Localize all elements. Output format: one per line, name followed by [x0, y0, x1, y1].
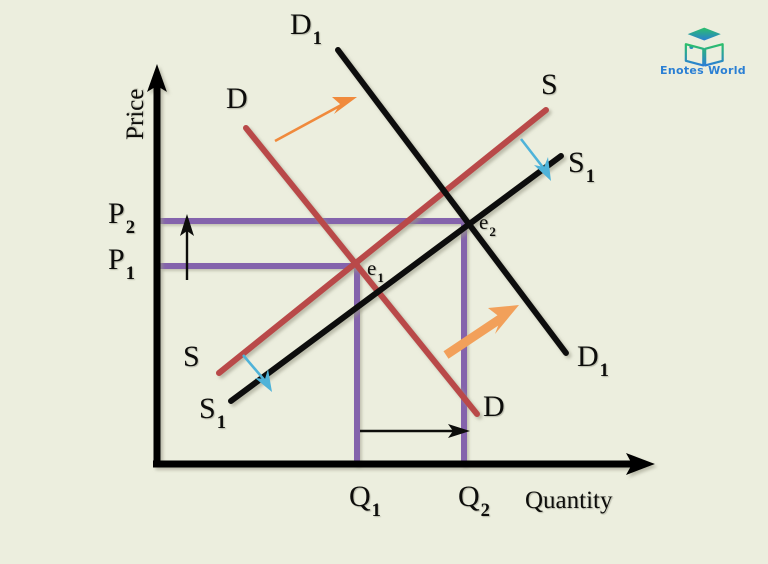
demand-shift-label-text-2: D: [577, 340, 599, 373]
demand-shift-label-sub: 1: [312, 28, 322, 49]
quantity-tick-q1: Q1: [349, 480, 381, 521]
demand-shift-label-right: D1: [577, 340, 609, 381]
demand-shift-label-sub-2: 1: [599, 360, 609, 381]
y-axis-label: Price: [122, 88, 149, 140]
supply-label-text-2: S: [541, 68, 558, 101]
equilibrium-label-e2-sub: 2: [489, 224, 496, 240]
supply-shift-arrows: [242, 138, 551, 392]
y-axis-arrowhead: [147, 64, 167, 92]
demand-label-upper-left: D: [226, 82, 248, 116]
supply-shift-label-text: S: [199, 392, 216, 425]
curves: [216, 47, 569, 417]
price-change-arrowhead: [180, 214, 194, 236]
demand-curve-shifted: [335, 47, 569, 356]
supply-shift-arrow-lower-shaft: [242, 354, 267, 383]
change-arrows: [180, 214, 470, 438]
price-tick-p2-sub: 2: [125, 217, 135, 238]
supply-shift-label-lower-left: S1: [199, 392, 226, 433]
supply-shift-label-sub-2: 1: [585, 166, 595, 187]
supply-curve-original: [216, 107, 549, 376]
x-axis-arrowhead: [626, 453, 655, 475]
demand-shift-arrow-upper-shaft: [274, 101, 346, 143]
equilibrium-label-e1-text: e: [367, 256, 377, 280]
book-left-page-icon: [684, 43, 705, 67]
demand-shift-arrow-lower-head: [488, 305, 519, 334]
quantity-change-arrowhead: [448, 424, 470, 438]
supply-label-upper-right: S: [541, 68, 558, 102]
supply-label-lower-left: S: [183, 340, 200, 374]
supply-curve-shifted: [228, 153, 564, 404]
price-tick-p1-text: P: [108, 243, 125, 276]
demand-curve-original: [243, 125, 480, 417]
brand-logo-text: Enotes World: [660, 64, 746, 77]
brand-logo: Enotes World: [660, 18, 746, 80]
equilibrium-label-e2: e2: [479, 210, 496, 240]
quantity-tick-q2-sub: 2: [480, 500, 490, 521]
demand-label-text: D: [226, 82, 248, 115]
quantity-tick-q1-text: Q: [349, 480, 371, 513]
price-tick-p2: P2: [108, 197, 135, 238]
price-tick-p1: P1: [108, 243, 135, 284]
supply-label-text: S: [183, 340, 200, 373]
price-tick-p2-text: P: [108, 197, 125, 230]
demand-shift-arrow-upper-head: [332, 97, 357, 114]
demand-shift-arrows: [274, 97, 519, 359]
supply-shift-label-text-2: S: [568, 146, 585, 179]
demand-shift-arrow-lower-shaft: [443, 313, 506, 359]
equilibrium-label-e1: e1: [367, 256, 384, 286]
demand-shift-label-top: D1: [290, 8, 322, 49]
equilibrium-label-e1-sub: 1: [377, 270, 384, 286]
quantity-tick-q1-sub: 1: [371, 500, 381, 521]
demand-label-lower-right: D: [483, 390, 505, 424]
price-tick-p1-sub: 1: [125, 263, 135, 284]
supply-shift-label-sub: 1: [216, 412, 226, 433]
supply-shift-arrow-upper-head: [534, 157, 551, 181]
supply-shift-label-right: S1: [568, 146, 595, 187]
quantity-tick-q2-text: Q: [458, 480, 480, 513]
supply-shift-arrow-upper-shaft: [519, 138, 547, 171]
supply-shift-arrow-lower-head: [255, 369, 272, 392]
demand-shift-label-text: D: [290, 8, 312, 41]
book-right-page-icon: [704, 43, 724, 67]
guide-lines: [160, 218, 467, 466]
x-axis-label: Quantity: [525, 487, 613, 514]
demand-label-text-2: D: [483, 390, 505, 423]
equilibrium-label-e2-text: e: [479, 210, 489, 234]
quantity-tick-q2: Q2: [458, 480, 490, 521]
axes-group: [147, 64, 655, 475]
